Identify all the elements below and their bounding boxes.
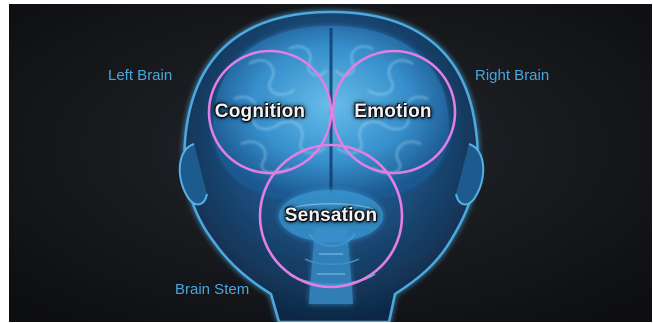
brain-illustration	[9, 4, 652, 322]
brain-panel: Cognition Emotion Sensation	[9, 4, 652, 322]
